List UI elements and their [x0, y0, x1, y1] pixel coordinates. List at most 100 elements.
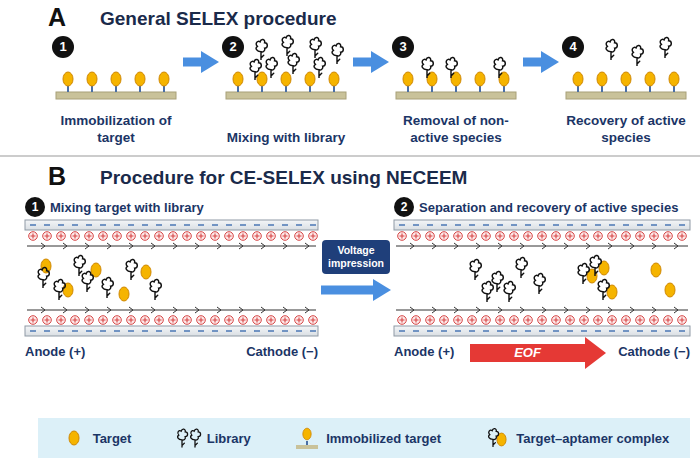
wall-charge — [595, 330, 601, 331]
legend-icon — [69, 431, 79, 445]
flow-head — [498, 243, 502, 249]
cation — [85, 316, 94, 325]
wall-charge — [254, 224, 260, 225]
aptamer — [534, 274, 545, 294]
surface-plate — [226, 92, 346, 99]
cation — [113, 232, 122, 241]
panel-heading: 2Separation and recovery of active speci… — [394, 197, 678, 217]
wall-charge — [44, 224, 50, 225]
capillary-wall — [25, 326, 318, 336]
target-molecule — [665, 283, 675, 297]
linker — [67, 86, 69, 92]
block-arrow — [353, 58, 375, 67]
cation — [524, 232, 533, 241]
linker — [577, 86, 579, 92]
wall-charge — [72, 224, 78, 225]
cation-sign — [255, 234, 260, 239]
cation — [482, 232, 491, 241]
flow-head — [305, 243, 309, 249]
cation — [496, 232, 505, 241]
cation — [552, 232, 561, 241]
cation — [141, 316, 150, 325]
cation — [650, 316, 659, 325]
wall-charge — [441, 330, 447, 331]
panel-heading: 1Mixing target with library — [25, 197, 204, 217]
block-arrow — [523, 58, 545, 67]
flow-head — [41, 307, 45, 313]
cation — [580, 232, 589, 241]
panel-letter: B — [48, 162, 66, 191]
flow-head — [476, 243, 480, 249]
step-scene — [226, 36, 346, 99]
target-molecule — [119, 287, 129, 301]
cation-sign — [498, 318, 503, 323]
wall-charge — [296, 330, 302, 331]
wall-charge — [469, 224, 475, 225]
aptamer — [446, 58, 457, 78]
target-molecule — [475, 72, 485, 86]
flow-head — [586, 307, 590, 313]
wall-charge — [240, 330, 246, 331]
wall-charge — [651, 330, 657, 331]
legend-item: Target — [59, 426, 132, 450]
linker — [455, 86, 457, 92]
cation — [29, 316, 38, 325]
legend-sample — [173, 426, 203, 450]
cation — [594, 232, 603, 241]
aptamer — [150, 280, 161, 300]
cation — [169, 316, 178, 325]
cation — [113, 316, 122, 325]
flow-head — [107, 307, 111, 313]
cation — [85, 232, 94, 241]
aptamer — [606, 40, 617, 60]
cation — [99, 316, 108, 325]
legend-item: Target–aptamer complex — [482, 426, 669, 450]
aptamer — [250, 60, 261, 80]
target-molecule — [645, 72, 655, 86]
cation-sign — [428, 318, 433, 323]
step-number: 2 — [222, 36, 244, 58]
cation — [239, 316, 248, 325]
flow-head — [217, 243, 221, 249]
cation-sign — [31, 318, 36, 323]
wall-charge — [567, 224, 573, 225]
cation — [43, 316, 52, 325]
cation-sign — [115, 234, 120, 239]
cation — [211, 316, 220, 325]
wall-charge — [282, 330, 288, 331]
cation-sign — [666, 234, 671, 239]
wall-charge — [198, 330, 204, 331]
cation — [622, 316, 631, 325]
cation-sign — [610, 234, 615, 239]
wall-charge — [609, 330, 615, 331]
wall-charge — [665, 224, 671, 225]
step-scene — [56, 72, 176, 99]
cation — [608, 232, 617, 241]
flow-head — [173, 307, 177, 313]
legend-icon — [177, 429, 187, 447]
cation — [412, 316, 421, 325]
flow-head — [652, 307, 656, 313]
target-molecule — [257, 72, 267, 86]
cation — [183, 316, 192, 325]
cation-sign — [414, 234, 419, 239]
panel-title: General SELEX procedure — [100, 8, 337, 30]
cation — [197, 232, 206, 241]
process-box: Voltage impression — [322, 240, 390, 274]
wall-charge — [679, 224, 685, 225]
flow-head — [151, 307, 155, 313]
block-arrow — [183, 58, 205, 67]
aptamer — [598, 280, 609, 300]
linker — [163, 86, 165, 92]
target-molecule — [329, 72, 339, 86]
target-molecule — [141, 265, 151, 279]
step-illustrations — [56, 36, 686, 99]
aptamer — [126, 260, 137, 280]
wall-charge — [539, 224, 545, 225]
linker — [503, 86, 505, 92]
linker — [649, 86, 651, 92]
linker — [285, 86, 287, 92]
wall-charge — [623, 330, 629, 331]
target-molecule — [597, 72, 607, 86]
